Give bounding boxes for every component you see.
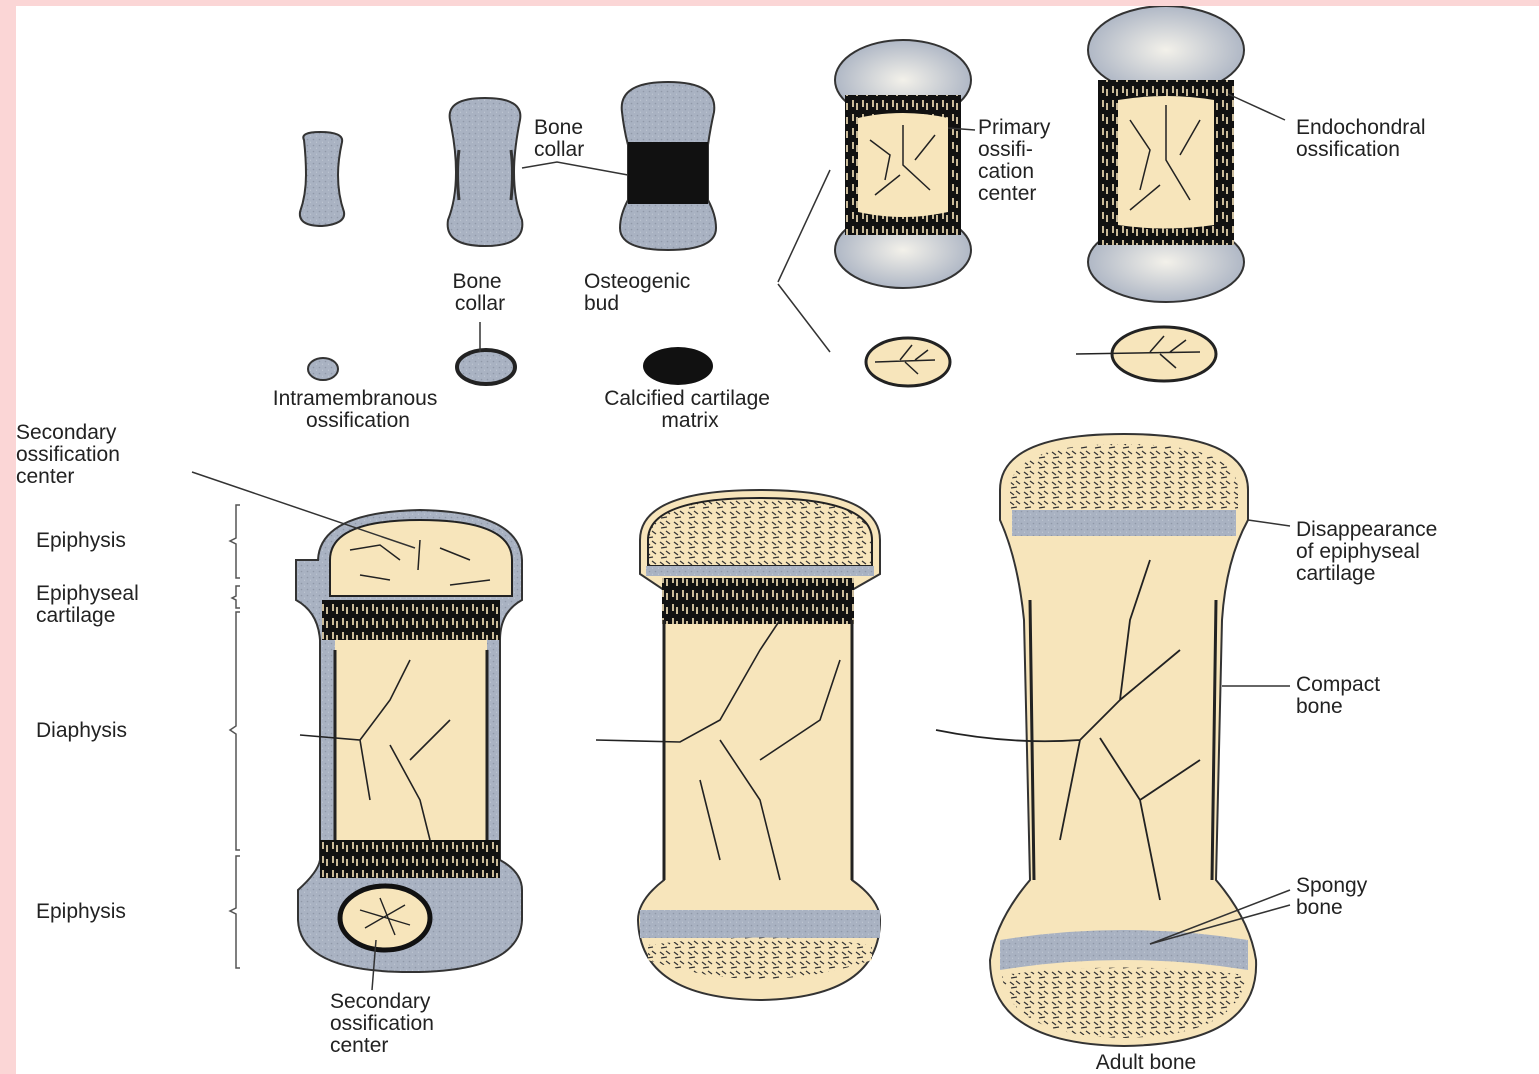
stage2-bone-collar-model	[448, 98, 523, 246]
stage8-adult-bone	[936, 434, 1256, 1046]
label-bone-collar-top: Bone collar	[534, 116, 589, 161]
region-brackets	[230, 505, 240, 968]
label-calcified-cartilage-matrix: Calcified cartilage matrix	[604, 387, 776, 432]
label-endochondral-ossification: Endochondral ossification	[1296, 116, 1431, 161]
stage1-cartilage-model	[300, 132, 344, 226]
label-compact-bone: Compact bone	[1296, 673, 1386, 718]
label-primary-ossification-center: Primary ossifi- cation center	[978, 116, 1056, 205]
stage6-secondary-center-bone	[296, 510, 522, 972]
cross-section-bone-collar	[457, 350, 515, 384]
label-diaphysis: Diaphysis	[36, 719, 127, 742]
label-osteogenic-bud: Osteogenic bud	[584, 270, 696, 315]
label-disappearance-epiphyseal-cartilage: Disappearance of epiphyseal cartilage	[1296, 518, 1443, 585]
cross-section-endochondral	[1076, 327, 1216, 381]
label-spongy-bone: Spongy bone	[1296, 874, 1373, 919]
label-secondary-ossification-center-bottom: Secondary ossification center	[330, 990, 440, 1057]
label-secondary-ossification-center-top: Secondary ossification center	[16, 421, 126, 488]
label-intramembranous-ossification: Intramembranous ossification	[273, 387, 443, 432]
stage5-endochondral-model	[1088, 6, 1244, 302]
stage4-primary-center-model	[835, 40, 971, 288]
label-epiphyseal-cartilage: Epiphyseal cartilage	[36, 582, 145, 627]
stage7-growing-bone	[596, 490, 880, 1000]
label-bone-collar-legend: Bone collar	[453, 270, 508, 315]
diagram-panel: Bone collar Primary ossifi- cation cente…	[16, 6, 1539, 1074]
cross-section-calcified	[643, 347, 713, 385]
cross-section-intramembranous	[308, 358, 338, 380]
label-epiphysis-bottom: Epiphysis	[36, 900, 126, 923]
stage3-calcified-model	[620, 82, 716, 250]
bone-ossification-diagram: Bone collar Primary ossifi- cation cente…	[16, 6, 1539, 1074]
label-epiphysis-top: Epiphysis	[36, 529, 126, 552]
cross-section-primary-center	[866, 338, 950, 386]
label-adult-bone: Adult bone	[1096, 1051, 1196, 1074]
